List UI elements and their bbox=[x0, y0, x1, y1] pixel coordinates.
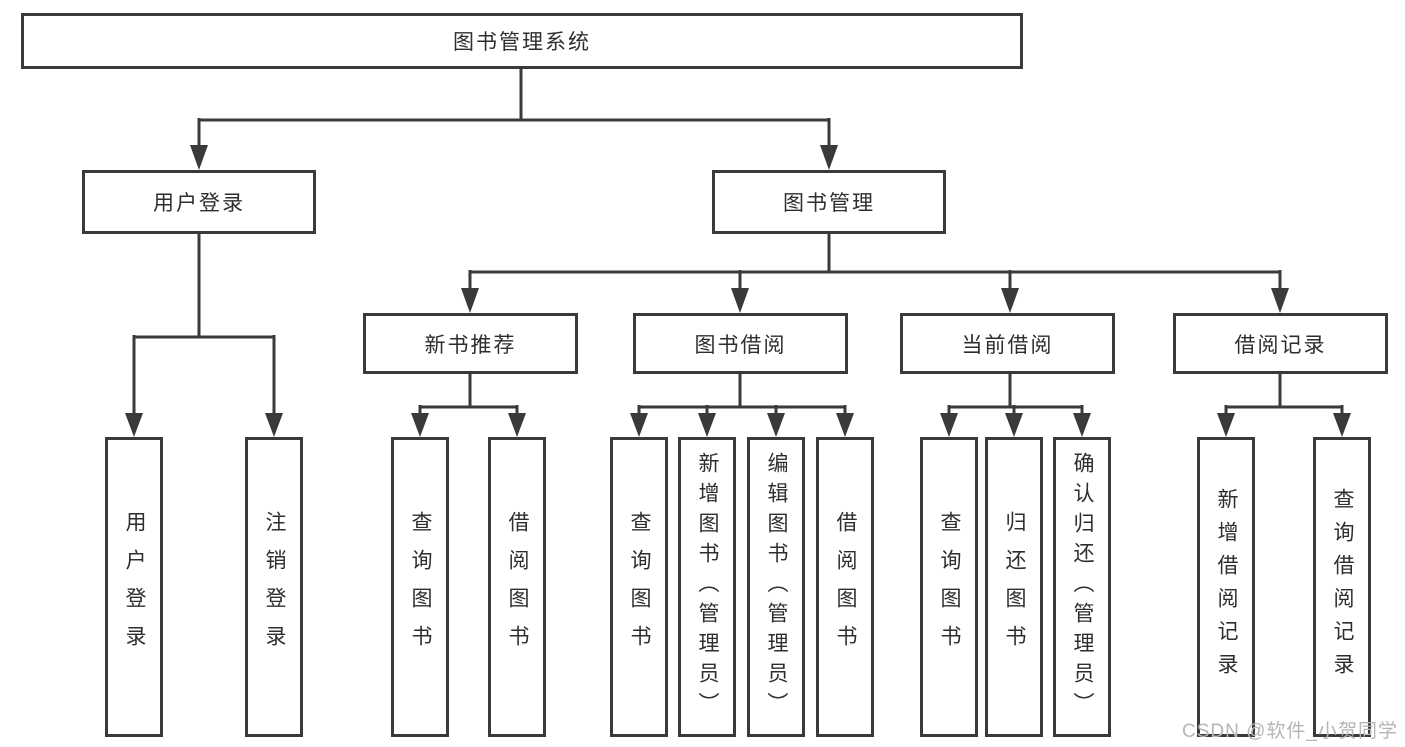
leaf-add-borrow-record: 新增借阅记录 bbox=[1197, 437, 1255, 737]
leaf-confirm-return-admin: 确认归还（管理员） bbox=[1053, 437, 1111, 737]
leaf-query-books-borrow: 查询图书 bbox=[610, 437, 668, 737]
leaf-user-login: 用户登录 bbox=[105, 437, 163, 737]
node-new-book-recommend: 新书推荐 bbox=[363, 313, 578, 374]
node-book-borrow: 图书借阅 bbox=[633, 313, 848, 374]
leaf-add-book-admin: 新增图书（管理员） bbox=[678, 437, 736, 737]
leaf-query-books-recommend: 查询图书 bbox=[391, 437, 449, 737]
node-current-borrow: 当前借阅 bbox=[900, 313, 1115, 374]
node-book-management: 图书管理 bbox=[712, 170, 946, 234]
leaf-query-borrow-record: 查询借阅记录 bbox=[1313, 437, 1371, 737]
node-root: 图书管理系统 bbox=[21, 13, 1023, 69]
node-user-login: 用户登录 bbox=[82, 170, 316, 234]
arrowheads bbox=[125, 145, 1351, 437]
leaf-borrow-books-recommend: 借阅图书 bbox=[488, 437, 546, 737]
watermark: CSDN @软件_小贺同学 bbox=[1182, 721, 1398, 742]
leaf-borrow-books: 借阅图书 bbox=[816, 437, 874, 737]
leaf-edit-book-admin: 编辑图书（管理员） bbox=[747, 437, 805, 737]
leaf-logout: 注销登录 bbox=[245, 437, 303, 737]
node-borrow-records: 借阅记录 bbox=[1173, 313, 1388, 374]
leaf-return-book: 归还图书 bbox=[985, 437, 1043, 737]
leaf-query-books-current: 查询图书 bbox=[920, 437, 978, 737]
